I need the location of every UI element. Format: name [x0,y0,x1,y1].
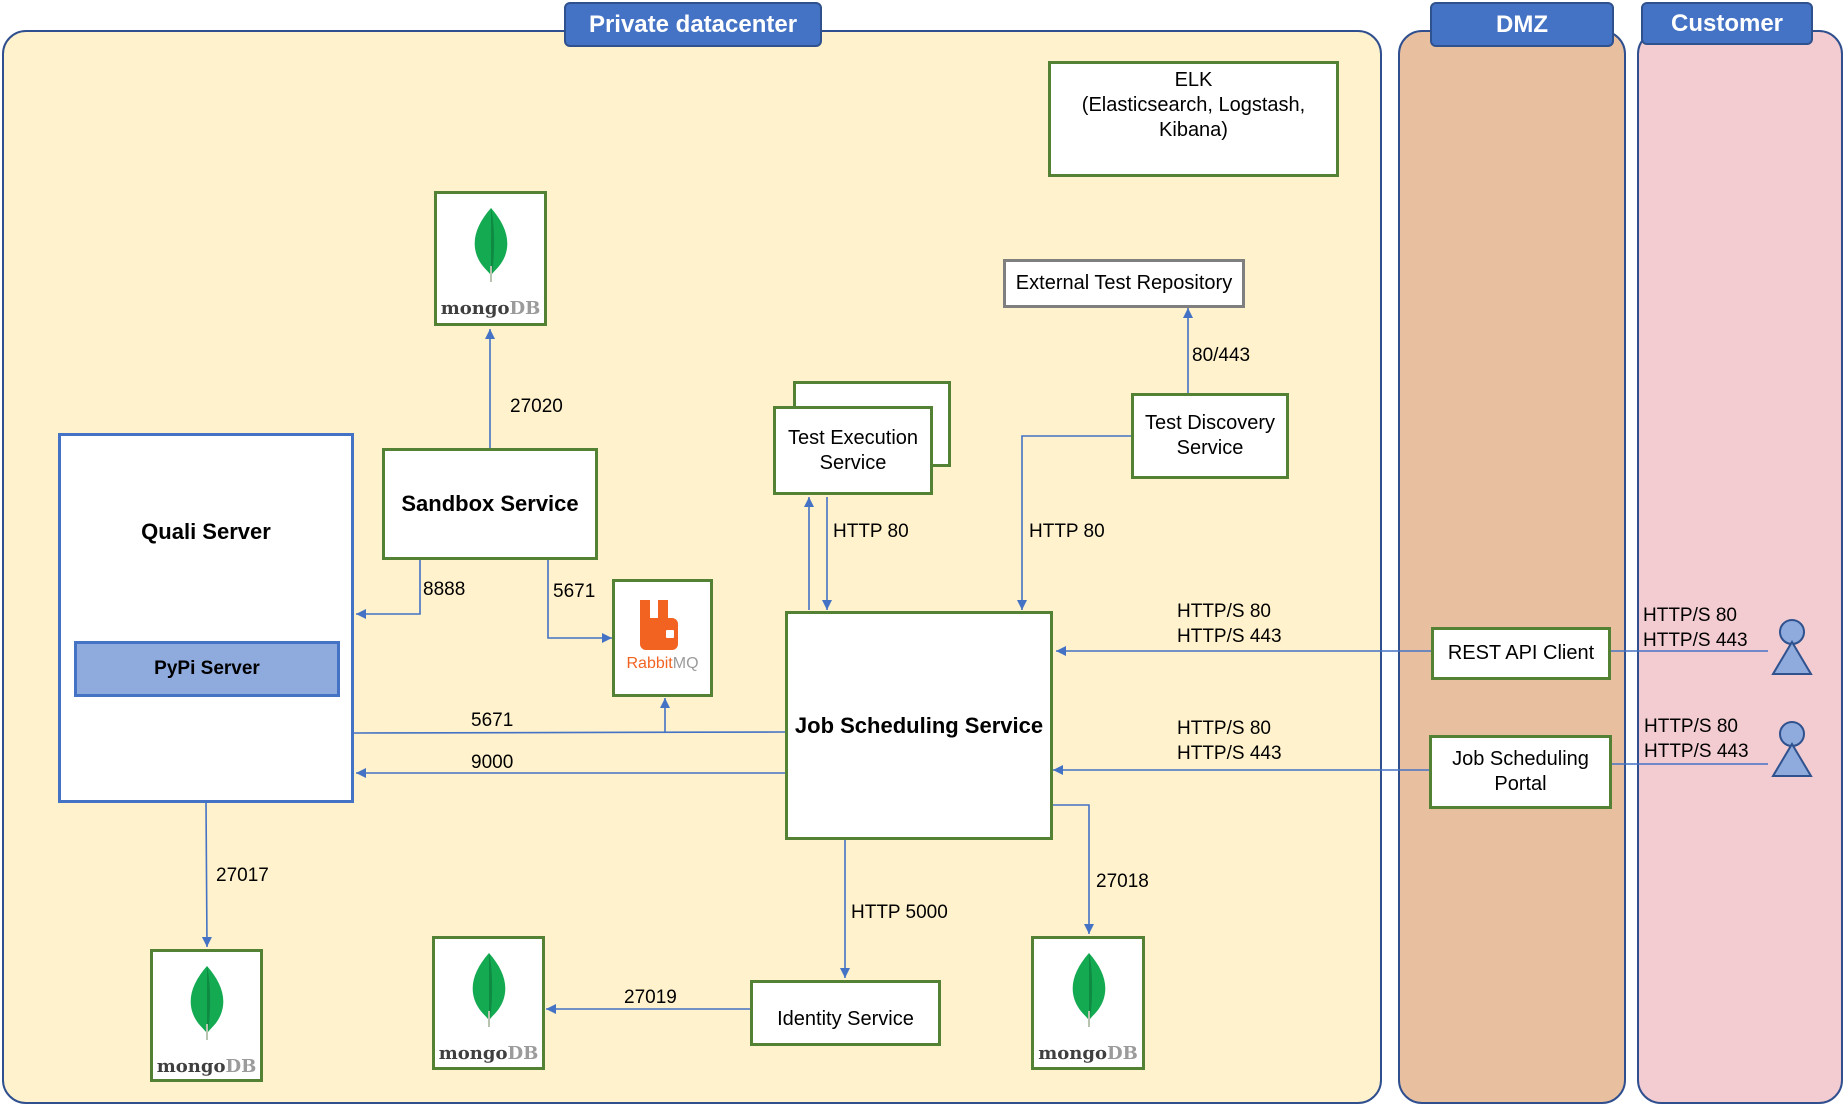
edge-sandbox-rabbit [547,559,612,643]
label-portal-job: HTTP/S 80 HTTP/S 443 [1177,718,1282,764]
edge-discovery-job [1017,435,1132,610]
rabbitmq-label: RabbitMQ [626,655,699,672]
test-discovery-service: Test Discovery Service [1131,393,1289,479]
label-exec-http: HTTP 80 [833,521,909,542]
label-user-rest: HTTP/S 80 HTTP/S 443 [1643,605,1748,651]
label-quali-rabbit: 5671 [471,710,514,731]
mongodb-leaf-icon [1072,953,1106,1027]
quali-server: Quali Server PyPi Server [58,433,354,803]
rabbitmq-box: RabbitMQ [612,579,713,697]
mongodb-identity: mongoDB [432,936,545,1070]
edge-quali-mongo [201,800,212,948]
mongodb-leaf-icon [190,966,224,1040]
pypi-server: PyPi Server [74,641,340,697]
mongodb-wordmark: mongoDB [156,1056,257,1077]
mongodb-wordmark: mongoDB [1038,1043,1138,1064]
label-discovery-http: HTTP 80 [1029,521,1105,542]
edge-sandbox-quali [356,559,421,619]
job-scheduling-service: Job Scheduling Service [785,611,1053,840]
elk-box: ELK (Elasticsearch, Logstash, Kibana) [1048,61,1339,177]
mongodb-job: mongoDB [1031,936,1145,1070]
label-sandbox-rabbit: 5671 [553,581,596,602]
identity-service: Identity Service [750,980,941,1046]
edge-quali-rabbit [352,731,787,734]
label-job-identity: HTTP 5000 [851,902,948,923]
label-job-quali: 9000 [471,752,514,773]
mongodb-wordmark: mongoDB [440,298,541,319]
dmz-zone [1398,30,1626,1104]
user-icon [1771,721,1813,777]
rabbitmq-icon [639,600,678,650]
mongodb-leaf-icon [474,208,508,282]
mongodb-quali: mongoDB [150,949,263,1082]
sandbox-service: Sandbox Service [382,448,598,560]
mongodb-leaf-icon [472,953,506,1027]
user-icon [1771,619,1813,675]
private-datacenter-label: Private datacenter [564,2,822,47]
dmz-label: DMZ [1430,2,1614,47]
mongodb-sandbox: mongoDB [434,191,547,326]
customer-zone [1637,30,1843,1104]
label-sandbox-mongo: 27020 [510,396,563,417]
mongodb-wordmark: mongoDB [438,1043,539,1064]
label-job-mongo: 27018 [1096,871,1149,892]
label-identity-mongo: 27019 [624,987,677,1008]
label-quali-mongo: 27017 [216,865,269,886]
test-execution-service: Test Execution Service [773,406,933,495]
job-scheduling-portal: Job Scheduling Portal [1429,735,1612,809]
rest-api-client: REST API Client [1431,627,1611,680]
label-discovery-repo: 80/443 [1192,345,1251,366]
customer-label: Customer [1641,2,1813,45]
label-user-portal: HTTP/S 80 HTTP/S 443 [1644,716,1749,762]
label-rest-job: HTTP/S 80 HTTP/S 443 [1177,601,1282,647]
label-sandbox-quali: 8888 [423,579,466,600]
edge-job-mongo [1052,804,1094,934]
external-test-repository: External Test Repository [1003,259,1245,308]
quali-server-label: Quali Server [141,519,271,544]
